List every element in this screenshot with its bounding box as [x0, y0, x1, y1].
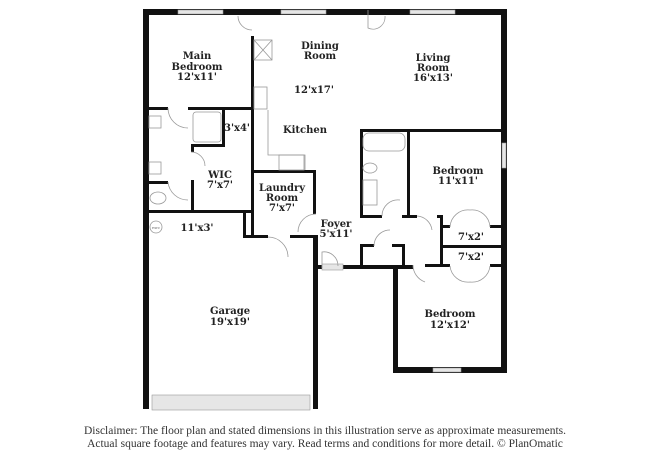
disclaimer-line-1: Disclaimer: The floor plan and stated di…	[83, 425, 567, 437]
sink-icon	[148, 161, 162, 175]
closet-size: 7'x2'	[458, 232, 484, 243]
toilet-icon	[362, 162, 378, 174]
garage-size: 19'x19'	[210, 317, 250, 328]
main-bedroom-label: Main	[183, 51, 212, 62]
living-room-label: Room	[417, 63, 450, 74]
wic-label: WIC	[207, 170, 232, 181]
main-bedroom-size: 12'x11'	[177, 72, 217, 83]
hall-size: 11'x3'	[181, 223, 214, 234]
living-room-size: 16'x13'	[413, 73, 453, 84]
water-heater-label: HWC	[152, 226, 161, 230]
sink-icon	[362, 179, 378, 206]
water-heater-icon	[149, 220, 163, 234]
kitchen-label: Kitchen	[283, 125, 328, 136]
bedroom-size: 12'x12'	[430, 320, 470, 331]
main-bedroom-label: Bedroom	[172, 62, 223, 73]
sink-icon	[253, 86, 268, 110]
dining-room-label: Room	[304, 51, 337, 62]
wic-size: 7'x7'	[207, 180, 233, 191]
fridge-icon	[253, 39, 273, 61]
laundry-room-label: Room	[266, 193, 299, 204]
bathtub-icon	[362, 132, 406, 152]
laundry-room-label: Laundry	[259, 183, 306, 194]
garage-label: Garage	[210, 306, 250, 317]
fixtures	[148, 10, 491, 283]
bedroom-label: Bedroom	[425, 309, 476, 320]
sink-icon	[148, 115, 162, 129]
dining-room-label: Dining	[301, 41, 339, 52]
shower-icon	[192, 111, 222, 143]
foyer-size: 5'x11'	[320, 229, 353, 240]
toilet-icon	[149, 191, 167, 205]
bedroom-size: 11'x11'	[438, 176, 478, 187]
kitchen-dining-size: 12'x17'	[294, 85, 334, 96]
stove-icon	[278, 154, 305, 171]
room-labels: Main Bedroom 12'x11' Dining Room 12'x17'…	[152, 41, 484, 331]
walls	[143, 9, 507, 409]
foyer-label: Foyer	[321, 219, 352, 230]
closet-size: 7'x2'	[458, 252, 484, 263]
windows	[151, 9, 507, 411]
bedroom-label: Bedroom	[433, 166, 484, 177]
laundry-room-size: 7'x7'	[269, 203, 295, 214]
disclaimer-line-2: Actual square footage and features may v…	[87, 438, 563, 450]
shower-size: 3'x4'	[224, 123, 250, 134]
living-room-label: Living	[416, 53, 451, 64]
